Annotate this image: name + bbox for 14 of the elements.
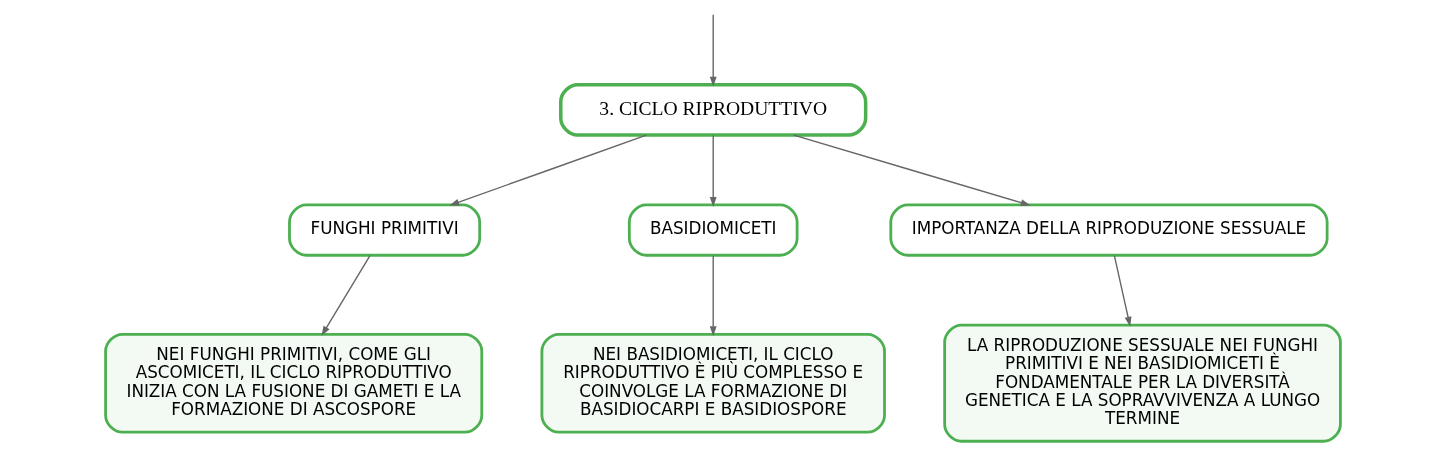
arrow: [709, 134, 717, 207]
arrow: [792, 134, 1031, 206]
node-box: BASIDIOMICETI: [627, 203, 798, 257]
node-box: NEI FUNGHI PRIMITIVI, COME GLI ASCOMICETI, IL CICLO RIPRODUTTIVO INIZIA CON LA FUSIONE DI GAMETI E LA FORMAZIONE DI ASCOSPORE: [103, 332, 483, 434]
arrow: [709, 254, 717, 337]
arrow: [709, 14, 717, 87]
node-box: 3. CICLO RIPRODUTTIVO: [558, 82, 867, 137]
node-box: LA RIPRODUZIONE SESSUALE NEI FUNGHI PRIMITIVI E NEI BASIDIOMICETI È FONDAMENTALE PER LA DIVERSITÀ GENETICA E LA SOPRAVVIVENZA A LUNGO TERMINE: [942, 323, 1342, 443]
arrow: [320, 254, 371, 336]
arrow: [448, 134, 647, 206]
node-box: FUNGHI PRIMITIVI: [287, 203, 481, 257]
arrow: [1113, 254, 1131, 327]
node-box: IMPORTANZA DELLA RIPRODUZIONE SESSUALE: [888, 203, 1328, 257]
node-box: NEI BASIDIOMICETI, IL CICLO RIPRODUTTIVO È PIÙ COMPLESSO E COINVOLGE LA FORMAZIONE DI BASIDIOCARPI E BASIDIOSPORE: [540, 332, 886, 434]
